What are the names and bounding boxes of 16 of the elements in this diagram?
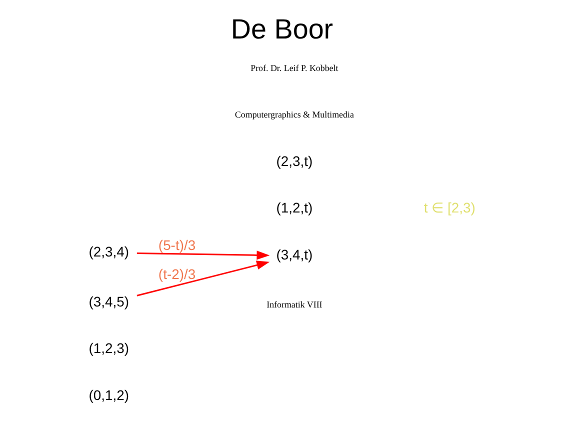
node-text: (1,2,3) (88, 340, 129, 356)
label: Computergraphics & Multimedia (234, 110, 354, 120)
node-text: (1,2,t) (276, 200, 313, 216)
arrow (136, 250, 270, 260)
node-text: (3,4,5) (88, 293, 129, 310)
label: Informatik VIII (266, 300, 322, 310)
label: Prof. Dr. Leif P. Kobbelt (250, 62, 338, 73)
node-text: (2,3,4) (88, 243, 129, 260)
arrow (136, 260, 270, 296)
node-text: (3,4,t) (276, 246, 313, 262)
diagram-title: De Boor (230, 13, 334, 44)
edge-label: (t-2)/3 (158, 266, 196, 282)
label: t ∈ [2,3) (424, 200, 476, 216)
node-text: (0,1,2) (88, 386, 129, 403)
edge-label: (5-t)/3 (158, 237, 196, 254)
node-text: (2,3,t) (276, 152, 313, 169)
